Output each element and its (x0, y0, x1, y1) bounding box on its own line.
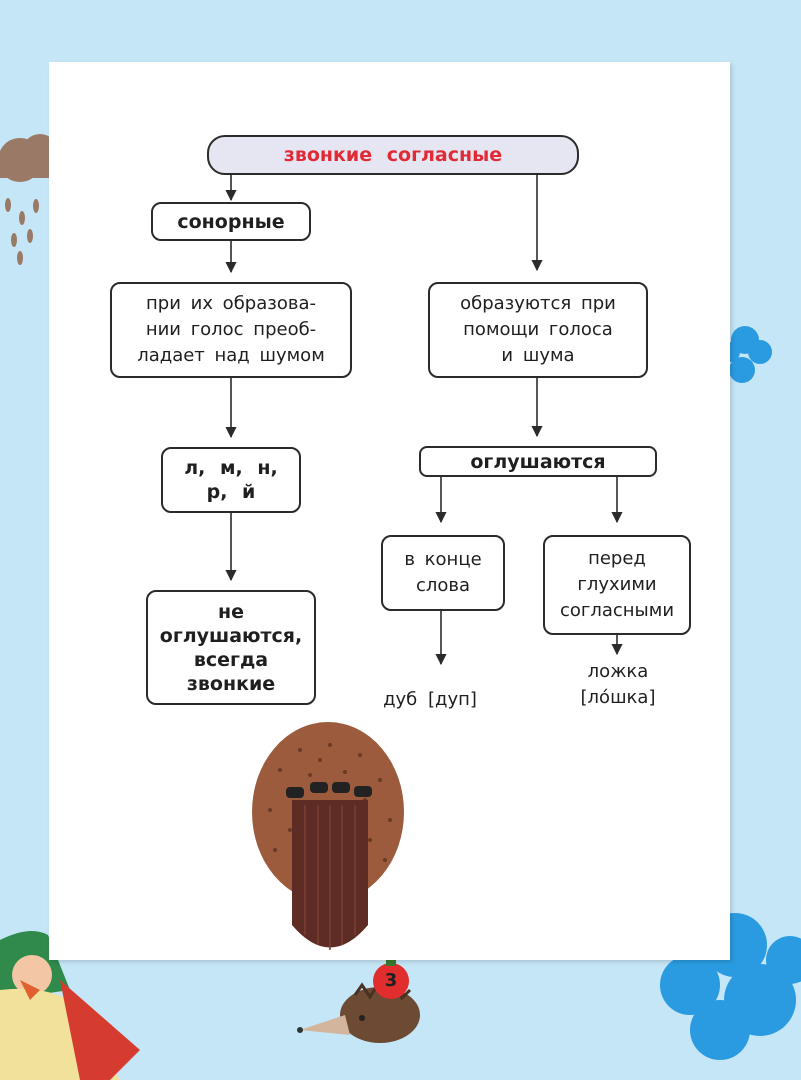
before-line: перед (588, 548, 646, 569)
not-devoiced-line: звонкие (186, 672, 276, 695)
devoiced-label: оглушаются (470, 450, 606, 473)
letters-line: л, м, н, (184, 457, 278, 479)
at-end-node: в конце слова (381, 535, 505, 611)
desc-line: ладает над шумом (137, 345, 325, 366)
not-devoiced-line: не (217, 600, 244, 623)
sonorant-label: сонорные (177, 210, 285, 233)
at-end-line: в конце (404, 549, 482, 570)
letters-node: л, м, н, р, й (161, 447, 301, 513)
voiced-description-node: образуются при помощи голоса и шума (428, 282, 648, 378)
troll-illustration (252, 722, 404, 950)
example-end: дуб [дуп] (383, 689, 477, 710)
not-devoiced-node: не оглушаются, всегда звонкие (146, 590, 316, 705)
not-devoiced-line: оглушаются, (159, 624, 303, 647)
before-line: согласными (559, 600, 675, 621)
desc-line: и шума (501, 345, 575, 366)
example-before-word: ложка (587, 661, 649, 682)
root-label: звонкие согласные (283, 144, 503, 166)
letters-line: р, й (206, 481, 256, 503)
page-number: 3 (384, 970, 398, 991)
before-voiceless-node: перед глухими согласными (543, 535, 691, 635)
desc-line: образуются при (460, 293, 616, 314)
devoiced-node: оглушаются (419, 446, 657, 477)
sonorant-description-node: при их образова- нии голос преоб- ладает… (110, 282, 352, 378)
root-node: звонкие согласные (207, 135, 579, 175)
desc-line: при их образова- (146, 293, 316, 314)
example-before-transcription: [ло́шка] (580, 687, 656, 708)
sonorant-node: сонорные (151, 202, 311, 241)
desc-line: нии голос преоб- (145, 319, 317, 340)
not-devoiced-line: всегда (193, 648, 269, 671)
before-line: глухими (577, 574, 657, 595)
at-end-line: слова (415, 575, 471, 596)
desc-line: помощи голоса (463, 319, 613, 340)
